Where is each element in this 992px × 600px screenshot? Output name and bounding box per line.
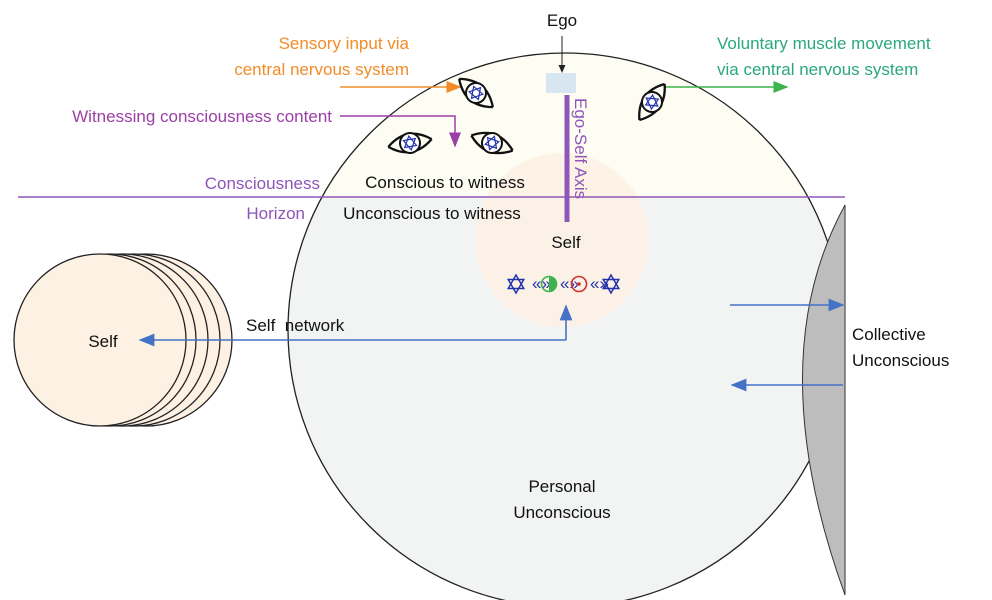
voluntary-label: Voluntary muscle movement xyxy=(717,34,931,53)
collective-unconscious-label: Unconscious xyxy=(852,351,949,370)
star-icon xyxy=(601,273,621,295)
eye-icon xyxy=(638,82,666,122)
sensory-label: Sensory input via xyxy=(279,34,410,53)
witnessing-arrow xyxy=(340,115,461,148)
witnessing-label: Witnessing consciousness content xyxy=(72,107,332,126)
self-left-label: Self xyxy=(88,332,118,351)
eye-icon xyxy=(470,131,514,155)
collective-unconscious-label: Collective xyxy=(852,325,926,344)
consciousness-horizon-label: Horizon xyxy=(246,204,305,223)
voluntary-label: via central nervous system xyxy=(717,60,918,79)
sensory-label: central nervous system xyxy=(234,60,409,79)
sun-circle-icon xyxy=(570,275,588,293)
ego-box xyxy=(546,73,576,93)
self-network-stack xyxy=(13,253,233,427)
unconscious-to-witness-label: Unconscious to witness xyxy=(343,204,521,223)
self-center-label: Self xyxy=(551,233,581,252)
eye-icon xyxy=(458,77,494,109)
self-symbol-row: «» «» «» xyxy=(506,273,621,295)
ego-self-axis-label: Ego-Self Axis xyxy=(571,98,590,199)
half-moon-icon xyxy=(540,275,558,293)
personal-unconscious-label: Personal xyxy=(528,477,595,496)
star-icon xyxy=(506,273,526,295)
eye-icon xyxy=(387,132,433,154)
consciousness-horizon-label: Consciousness xyxy=(205,174,320,193)
conscious-to-witness-label: Conscious to witness xyxy=(365,173,525,192)
self-network-label: Self network xyxy=(246,316,345,335)
personal-unconscious-label: Unconscious xyxy=(513,503,610,522)
ego-label: Ego xyxy=(547,11,577,30)
